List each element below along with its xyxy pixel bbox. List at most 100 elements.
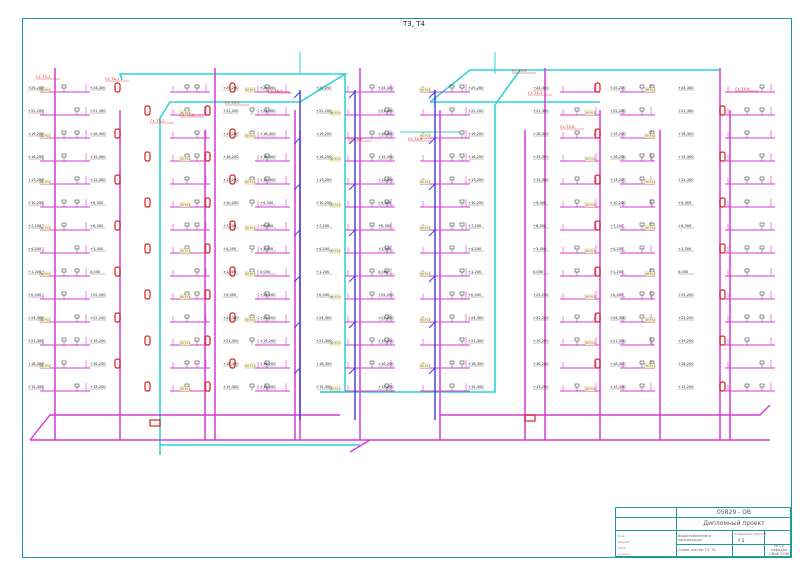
towel-heater <box>594 266 601 277</box>
elevation-label: +10,200 <box>28 201 44 205</box>
fixture-symbol <box>74 199 80 204</box>
equipment-tag <box>419 225 431 231</box>
towel-heater <box>204 197 211 208</box>
elevation-label: +24,300 <box>316 316 332 320</box>
fixture-symbol <box>649 84 655 89</box>
elevation-label: +22,200 <box>468 109 484 113</box>
fixture-symbol <box>369 360 375 365</box>
elevation-label: +4,200 <box>610 247 624 251</box>
elevation-label: +22,200 <box>260 316 276 320</box>
fixture-symbol <box>639 291 645 296</box>
fixture-symbol <box>61 84 67 89</box>
equipment-tag-text: Вт.Т3.1 <box>246 135 256 138</box>
riser-offset <box>348 275 356 283</box>
equipment-tag-text: Вт.Т3.1 <box>331 204 341 207</box>
equipment-tag-text: Вт.Т3.1 <box>586 204 596 207</box>
elevation-label: +6,300 <box>678 224 692 228</box>
fixture-symbol <box>74 314 80 319</box>
towel-heater <box>144 381 151 392</box>
elevation-label: +3,300 <box>90 247 104 251</box>
equipment-tag-text: Вт.Т3.1 <box>41 319 51 322</box>
supply-main <box>440 404 771 416</box>
elevation-label: +19,200 <box>678 339 694 343</box>
elevation-label: +7,200 <box>28 224 42 228</box>
towel-heater <box>114 358 121 369</box>
elevation-label: +4,200 <box>28 247 42 251</box>
fixture-symbol <box>449 222 455 227</box>
fixture-symbol <box>759 176 765 181</box>
fixture-symbol <box>74 130 80 135</box>
elevation-label: +0,000 <box>316 293 330 297</box>
fixture-symbol <box>459 153 465 158</box>
fixture-symbol <box>649 199 655 204</box>
tb-rule <box>616 517 790 518</box>
elevation-label: +18,300 <box>678 132 694 136</box>
fixture-symbol <box>194 291 200 296</box>
elevation-label: +19,200 <box>468 132 484 136</box>
fixture-symbol <box>449 153 455 158</box>
towel-heater <box>594 220 601 231</box>
riser-offset <box>293 367 301 375</box>
towel-heater <box>719 243 726 254</box>
elevation-label: +13,200 <box>90 385 106 389</box>
elevation-label: +21,300 <box>610 339 626 343</box>
fixture-symbol <box>184 383 190 388</box>
elevation-label: +0,000 <box>610 293 624 297</box>
elevation-label: +12,300 <box>533 178 549 182</box>
elevation-label: +22,200 <box>678 316 694 320</box>
elevation-label: +24,300 <box>223 316 239 320</box>
elevation-label: +24,300 <box>28 316 44 320</box>
supply-main <box>29 414 340 441</box>
fixture-symbol <box>249 176 255 181</box>
riser-offset <box>348 321 356 329</box>
fixture-symbol <box>744 199 750 204</box>
elevation-label: +21,300 <box>533 109 549 113</box>
towel-heater <box>229 128 236 139</box>
elevation-label: +24,300 <box>610 316 626 320</box>
towel-heater <box>114 266 121 277</box>
riser-offset <box>293 183 301 191</box>
towel-heater <box>144 105 151 116</box>
equipment-tag <box>419 317 431 323</box>
equipment-tag-text: Вт.Т3.1 <box>646 89 656 92</box>
elevation-label: +16,200 <box>223 155 239 159</box>
riser-label: Ст.Т3-3 <box>225 100 240 105</box>
fixture-symbol <box>649 222 655 227</box>
tb-rule <box>676 544 790 545</box>
towel-heater <box>114 174 121 185</box>
riser-offset <box>293 321 301 329</box>
towel-heater <box>594 82 601 93</box>
equipment-tag-text: Вт.Т3.1 <box>181 342 191 345</box>
elevation-label: +19,200 <box>90 339 106 343</box>
fixture-symbol <box>194 153 200 158</box>
elevation-label: +25,200 <box>28 86 44 90</box>
fixture-symbol <box>74 107 80 112</box>
fixture-symbol <box>759 222 765 227</box>
elevation-label: +6,300 <box>90 224 104 228</box>
elevation-label: +16,200 <box>610 155 626 159</box>
towel-heater <box>144 289 151 300</box>
elevation-label: +22,200 <box>316 109 332 113</box>
equipment-tag-text: Вт.Т3.1 <box>331 158 341 161</box>
equipment-tag-text: Вт.Т3.1 <box>646 135 656 138</box>
fixture-symbol <box>639 84 645 89</box>
stage-value: У 3 <box>738 538 745 543</box>
drawing-description: Водоснабжение и канализация <box>678 534 712 542</box>
elevation-label: +18,300 <box>468 362 484 366</box>
equipment-tag-text: Вт.Т3.1 <box>421 365 431 368</box>
elevation-label: +19,200 <box>28 132 44 136</box>
equipment-tag-text: Вт.Т3.1 <box>181 388 191 391</box>
fixture-symbol <box>744 176 750 181</box>
tb-left-cell: Пров. <box>618 546 627 550</box>
fixture-symbol <box>759 153 765 158</box>
riser-offset <box>348 367 356 375</box>
equipment-tag-text: Вт.Т3.1 <box>181 250 191 253</box>
elevation-label: +22,200 <box>378 316 394 320</box>
equipment-tag-text: Вт.Т3.1 <box>421 227 431 230</box>
fixture-symbol <box>459 222 465 227</box>
elevation-label: +1,200 <box>610 270 624 274</box>
fixture-symbol <box>639 383 645 388</box>
elevation-label: +13,200 <box>378 385 394 389</box>
equipment-tag <box>584 294 596 300</box>
fixture-symbol <box>759 245 765 250</box>
